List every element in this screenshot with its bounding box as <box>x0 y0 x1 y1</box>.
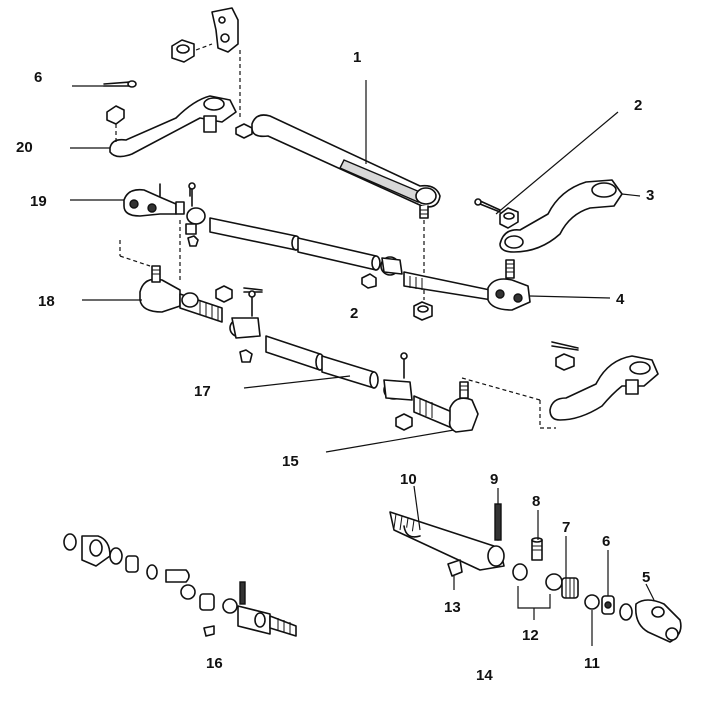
label-19: 19 <box>30 193 47 210</box>
label-1: 1 <box>353 49 361 66</box>
adjusting-clamp-left <box>185 182 206 247</box>
label-12: 12 <box>522 627 539 644</box>
label-5: 5 <box>642 569 650 586</box>
mounting-bracket <box>211 7 239 53</box>
tie-rod-adjuster-10 <box>389 511 505 571</box>
washer-6 <box>601 595 615 615</box>
label-10: 10 <box>400 471 417 488</box>
label-17: 17 <box>194 383 211 400</box>
clamp-lower-right <box>383 352 413 431</box>
idler-arm-lower <box>461 341 659 429</box>
label-18: 18 <box>38 293 55 310</box>
label-2-middle: 2 <box>350 305 358 322</box>
bracket-nut <box>171 39 195 63</box>
ball-seats-12 <box>512 563 563 591</box>
clamp-lower-left <box>229 290 261 363</box>
cotter-pin-top <box>103 80 137 88</box>
cotter-pin-idler <box>474 198 501 213</box>
label-6-bottom: 6 <box>602 533 610 550</box>
label-9: 9 <box>490 471 498 488</box>
center-tube-lower <box>265 335 379 389</box>
label-2-top: 2 <box>634 97 642 114</box>
leader-lines <box>70 80 655 646</box>
bracket-12 <box>517 586 551 620</box>
idler-arm <box>499 179 623 253</box>
socket-5 <box>619 599 682 643</box>
nut-small-left <box>215 285 233 303</box>
label-8: 8 <box>532 493 540 510</box>
lower-left-exploded <box>63 533 297 637</box>
label-7: 7 <box>562 519 570 536</box>
tie-rod-end-left <box>119 220 223 323</box>
center-tube-upper <box>209 217 381 271</box>
label-14: 14 <box>476 667 493 684</box>
spring-7 <box>561 577 579 599</box>
label-6-top: 6 <box>34 69 42 86</box>
drag-link <box>235 114 441 300</box>
tie-rod-end-right <box>403 259 531 311</box>
label-13: 13 <box>444 599 461 616</box>
label-15: 15 <box>282 453 299 470</box>
label-4: 4 <box>616 291 625 308</box>
adjusting-clamp-right <box>361 256 403 289</box>
label-20: 20 <box>16 139 33 156</box>
ball-stud-11 <box>584 594 600 610</box>
grease-fitting-9 <box>494 503 502 541</box>
tie-rod-end-lower <box>413 381 479 433</box>
idler-nut <box>499 207 519 229</box>
tie-rod-end-upper-left <box>123 183 191 217</box>
label-16: 16 <box>206 655 223 672</box>
label-11: 11 <box>584 655 600 672</box>
nut-center <box>413 301 433 321</box>
cotter-13 <box>447 559 463 577</box>
part-labels: 1 2 3 2 4 6 20 19 18 17 15 10 9 8 7 6 5 … <box>16 49 654 684</box>
pitman-arm <box>106 95 237 158</box>
plug-8 <box>531 537 543 561</box>
label-3: 3 <box>646 187 654 204</box>
